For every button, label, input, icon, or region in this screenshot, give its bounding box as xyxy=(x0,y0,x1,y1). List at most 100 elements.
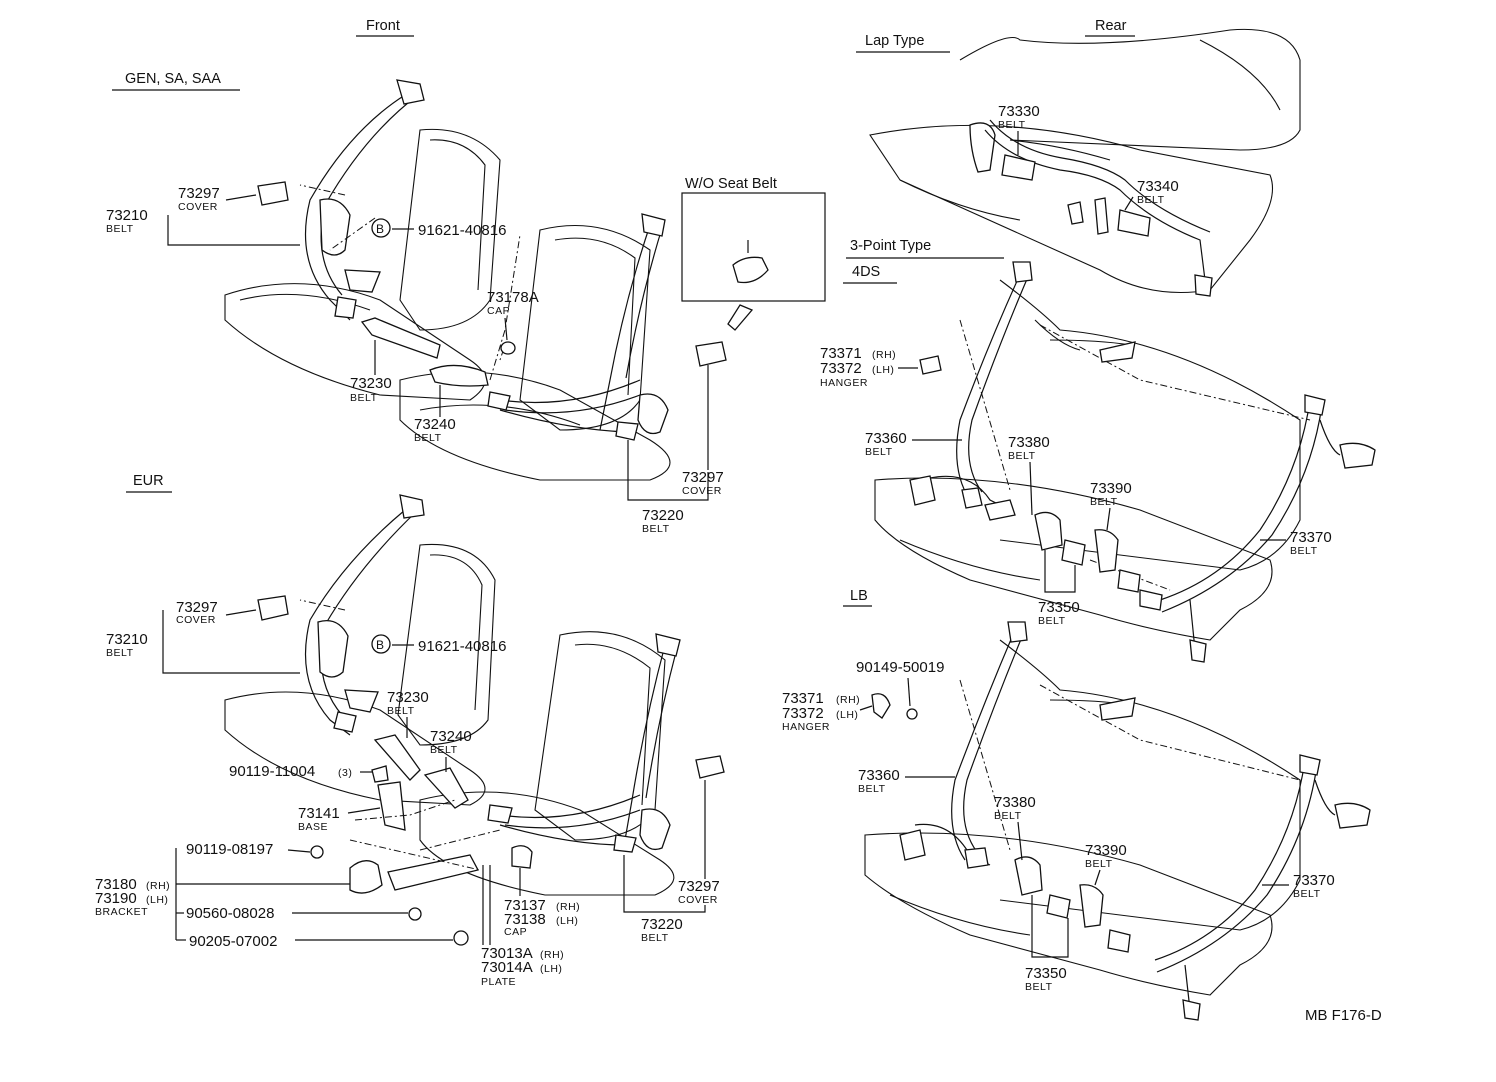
svg-text:90119-08197: 90119-08197 xyxy=(186,841,273,858)
svg-text:(LH): (LH) xyxy=(872,364,894,376)
header-front: Front xyxy=(366,18,400,34)
svg-text:73230: 73230 xyxy=(387,689,429,706)
svg-text:73297: 73297 xyxy=(176,599,218,616)
svg-text:BELT: BELT xyxy=(106,223,134,235)
front-eur-labels: 73297 COVER 73210 BELT 91621-40816 73230… xyxy=(95,599,720,988)
buckle-73390-lb xyxy=(1079,884,1104,928)
header-lb: LB xyxy=(850,588,868,604)
svg-text:COVER: COVER xyxy=(678,894,718,906)
svg-text:73190: 73190 xyxy=(95,890,137,907)
svg-text:BELT: BELT xyxy=(1038,615,1066,627)
plate-73013a xyxy=(387,854,479,891)
rear-lap-labels: 73330 BELT 73340 BELT xyxy=(998,103,1179,211)
svg-text:91621-40816: 91621-40816 xyxy=(418,638,506,655)
svg-text:(RH): (RH) xyxy=(836,694,860,706)
svg-text:73180: 73180 xyxy=(95,876,137,893)
svg-text:COVER: COVER xyxy=(178,201,218,213)
bolt-90119-08197 xyxy=(310,845,324,859)
svg-text:90119-11004: 90119-11004 xyxy=(229,763,315,780)
figure-code: MB F176-D xyxy=(1305,1007,1382,1024)
svg-text:BELT: BELT xyxy=(1085,858,1113,870)
upper-anchor xyxy=(396,79,425,105)
cap-73137 xyxy=(511,845,533,869)
svg-text:73178A: 73178A xyxy=(487,289,539,306)
svg-text:90149-50019: 90149-50019 xyxy=(856,659,944,676)
front-eur-seat-illustration: B xyxy=(224,494,725,946)
svg-text:73350: 73350 xyxy=(1025,965,1067,982)
svg-text:73013A: 73013A xyxy=(481,945,533,962)
section-headers: Front Rear GEN, SA, SAA EUR Lap Type 3-P… xyxy=(112,18,1135,607)
header-lap-type: Lap Type xyxy=(865,33,924,49)
svg-text:(RH): (RH) xyxy=(146,880,170,892)
svg-text:73210: 73210 xyxy=(106,207,148,224)
svg-text:B: B xyxy=(376,222,384,236)
svg-text:BELT: BELT xyxy=(1290,545,1318,557)
svg-text:B: B xyxy=(376,638,384,652)
svg-text:BELT: BELT xyxy=(1025,981,1053,993)
svg-text:BRACKET: BRACKET xyxy=(95,906,148,918)
buckle-73230-eur xyxy=(373,734,421,781)
svg-text:CAP: CAP xyxy=(487,305,510,317)
svg-text:73390: 73390 xyxy=(1090,480,1132,497)
wo-seat-belt-box: W/O Seat Belt xyxy=(681,176,826,367)
svg-text:73137: 73137 xyxy=(504,897,546,914)
svg-text:BELT: BELT xyxy=(858,783,886,795)
svg-text:BELT: BELT xyxy=(1008,450,1036,462)
buckle-73240-eur xyxy=(423,767,469,809)
svg-text:BASE: BASE xyxy=(298,821,328,833)
lap-anchor-left xyxy=(969,122,996,173)
svg-text:73372: 73372 xyxy=(782,705,824,722)
svg-text:73371: 73371 xyxy=(782,690,824,707)
svg-text:73240: 73240 xyxy=(414,416,456,433)
svg-text:(3): (3) xyxy=(338,767,352,779)
svg-text:73297: 73297 xyxy=(178,185,220,202)
svg-text:(RH): (RH) xyxy=(872,349,896,361)
svg-text:BELT: BELT xyxy=(350,392,378,404)
svg-text:PLATE: PLATE xyxy=(481,976,516,988)
svg-text:73371: 73371 xyxy=(820,345,862,362)
buckle-73230 xyxy=(360,317,441,359)
screw-90149 xyxy=(906,708,918,720)
svg-text:(RH): (RH) xyxy=(540,949,564,961)
svg-text:73138: 73138 xyxy=(504,911,546,928)
cap-73178a xyxy=(500,341,516,355)
svg-text:CAP: CAP xyxy=(504,926,527,938)
svg-text:BELT: BELT xyxy=(414,432,442,444)
svg-text:BELT: BELT xyxy=(994,810,1022,822)
svg-text:73297: 73297 xyxy=(678,878,720,895)
svg-text:73330: 73330 xyxy=(998,103,1040,120)
svg-text:BELT: BELT xyxy=(865,446,893,458)
buckle-73240 xyxy=(429,364,489,387)
buckle-73380-lb xyxy=(1014,856,1043,896)
lap-belt-73340 xyxy=(1117,209,1151,237)
rear-4ds-seat-illustration xyxy=(874,261,1376,663)
cover-73297-eur xyxy=(257,595,289,621)
svg-text:73360: 73360 xyxy=(858,767,900,784)
header-rear: Rear xyxy=(1095,18,1127,34)
svg-text:BELT: BELT xyxy=(387,705,415,717)
svg-text:73141: 73141 xyxy=(298,805,340,822)
buckle-73380-4ds xyxy=(1034,511,1063,551)
rear-lap-seat-illustration xyxy=(869,28,1301,297)
front-gen-seat-illustration: B xyxy=(224,79,671,481)
svg-text:73297: 73297 xyxy=(682,469,724,486)
svg-text:COVER: COVER xyxy=(176,614,216,626)
svg-text:(RH): (RH) xyxy=(556,901,580,913)
svg-text:73370: 73370 xyxy=(1290,529,1332,546)
bracket-73180 xyxy=(349,860,383,894)
svg-text:BELT: BELT xyxy=(106,647,134,659)
svg-text:BELT: BELT xyxy=(1137,194,1165,206)
cover-73297-wo xyxy=(732,256,769,284)
svg-text:73380: 73380 xyxy=(1008,434,1050,451)
svg-text:90205-07002: 90205-07002 xyxy=(189,933,277,950)
header-gen-sa-saa: GEN, SA, SAA xyxy=(125,71,221,87)
svg-text:73220: 73220 xyxy=(642,507,684,524)
svg-text:BELT: BELT xyxy=(998,119,1026,131)
bolt-b-mark xyxy=(371,218,391,238)
cover-73297-eur-side xyxy=(695,755,725,779)
svg-text:(LH): (LH) xyxy=(556,915,578,927)
svg-text:73372: 73372 xyxy=(820,360,862,377)
header-4ds: 4DS xyxy=(852,264,880,280)
rear-4ds-labels: 73371 (RH) 73372 (LH) HANGER 73360 BELT … xyxy=(820,345,1332,627)
